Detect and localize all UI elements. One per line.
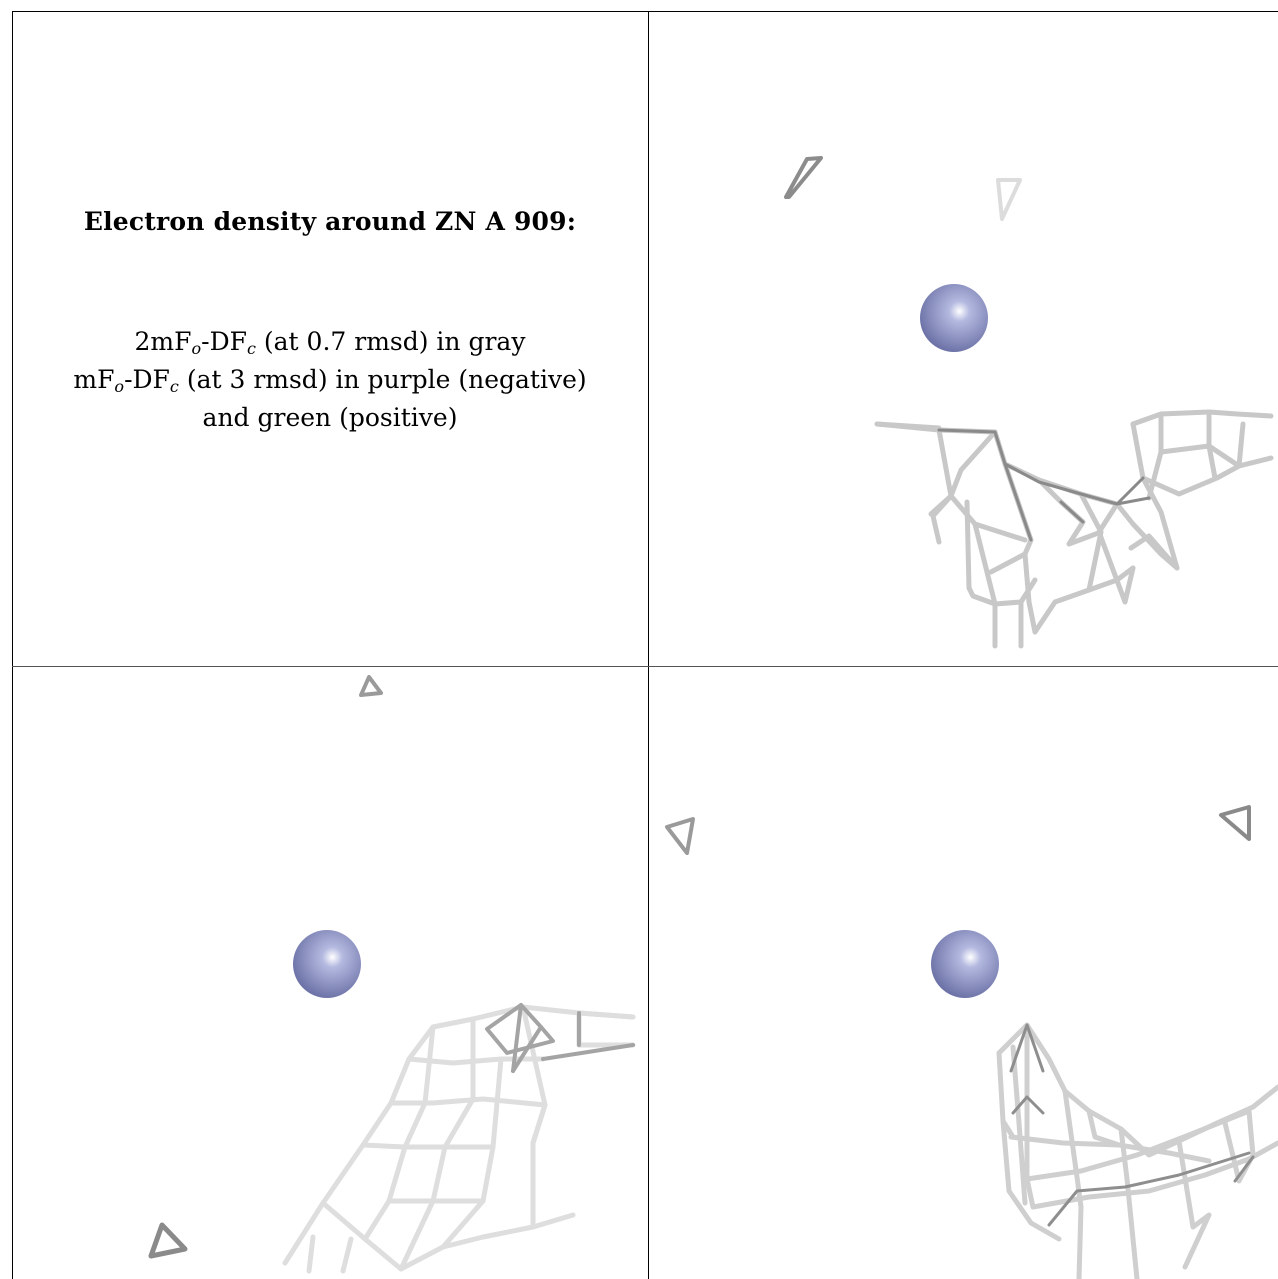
- mesh-fragment: [148, 1222, 188, 1259]
- grid-top-line: [12, 11, 1278, 12]
- grid-left-line: [12, 11, 13, 1279]
- grid-middle-line: [12, 666, 1278, 667]
- caption-panel: Electron density around ZN A 909: 2mFo-D…: [12, 11, 648, 666]
- legend-line-gray: 2mFo-DFc (at 0.7 rmsd) in gray: [134, 327, 526, 358]
- mesh-fragment: [784, 156, 823, 199]
- zinc-atom-sphere: [293, 930, 361, 998]
- mesh-cage: [996, 1022, 1278, 1279]
- mesh-bottom-right: [665, 805, 1278, 1279]
- density-view-top-right: [784, 156, 1274, 649]
- zinc-atom-sphere: [920, 284, 988, 352]
- caption-legend: 2mFo-DFc (at 0.7 rmsd) in gray mFo-DFc (…: [12, 323, 648, 437]
- mesh-dark-edges: [1009, 1023, 1255, 1227]
- mesh-fragment: [996, 178, 1022, 221]
- legend-line-difference: mFo-DFc (at 3 rmsd) in purple (negative): [73, 365, 587, 396]
- density-panel-top-right: [649, 12, 1278, 666]
- legend-line-colors: and green (positive): [202, 403, 458, 432]
- density-view-bottom-left: [148, 675, 636, 1274]
- mesh-top-right: [784, 156, 1274, 649]
- density-view-bottom-right: [665, 805, 1278, 1279]
- mesh-fragment: [665, 817, 695, 855]
- density-panel-bottom-right: [649, 667, 1278, 1279]
- caption-title: Electron density around ZN A 909:: [83, 207, 577, 236]
- zinc-atom-sphere: [931, 930, 999, 998]
- mesh-cage: [282, 1004, 636, 1274]
- figure-frame: Electron density around ZN A 909: 2mFo-D…: [12, 11, 1278, 1279]
- mesh-fragment: [1219, 805, 1251, 841]
- grid-center-line: [648, 11, 649, 1279]
- mesh-bottom-left: [148, 675, 636, 1274]
- mesh-cage: [874, 409, 1274, 649]
- mesh-fragment: [359, 675, 383, 697]
- mesh-dark-edges: [937, 428, 1151, 542]
- density-panel-bottom-left: [13, 667, 648, 1279]
- mesh-dark-edges: [485, 1003, 635, 1073]
